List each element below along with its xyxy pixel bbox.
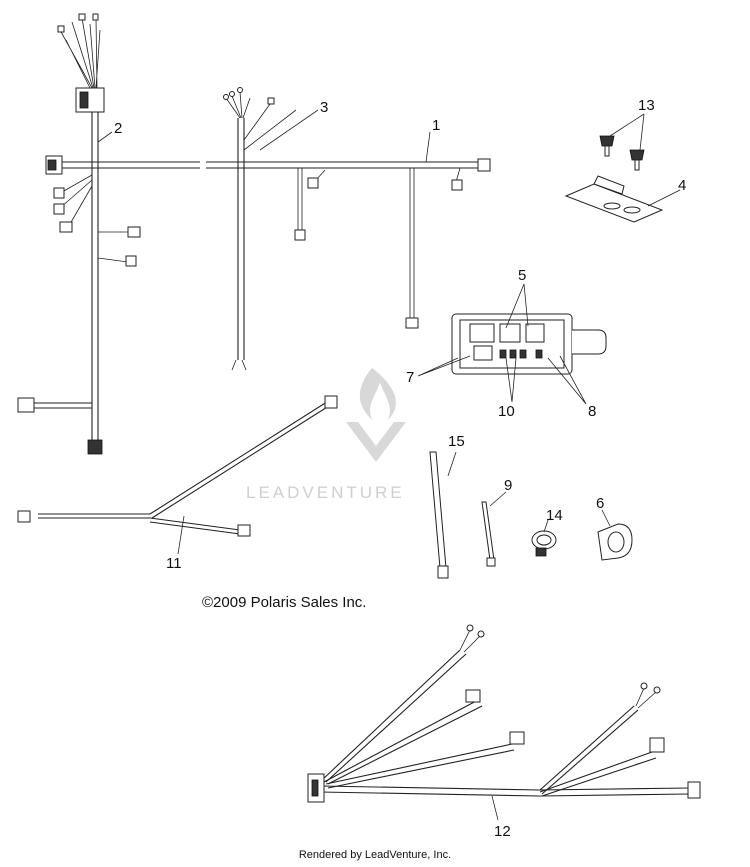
callout-11: 11 xyxy=(166,555,182,572)
callout-5: 5 xyxy=(518,267,526,284)
callout-8: 8 xyxy=(588,403,596,420)
copyright-notice: ©2009 Polaris Sales Inc. xyxy=(202,594,367,611)
main-harness-right xyxy=(206,87,491,371)
callout-7: 7 xyxy=(406,369,414,386)
cable-tie-15 xyxy=(429,451,449,579)
p-clip-6 xyxy=(597,523,633,561)
callout-6: 6 xyxy=(596,495,604,512)
callout-10: 10 xyxy=(498,403,515,420)
leader-lines xyxy=(97,109,681,821)
harness-12 xyxy=(307,624,701,803)
harness-11 xyxy=(17,395,338,537)
screws-13 xyxy=(599,135,645,171)
callout-13: 13 xyxy=(638,97,655,114)
callout-9: 9 xyxy=(504,477,512,494)
fuse-box xyxy=(451,313,607,375)
callout-3: 3 xyxy=(320,99,328,116)
callout-12: 12 xyxy=(494,823,511,840)
rendered-by-footer: Rendered by LeadVenture, Inc. xyxy=(298,849,452,861)
callout-15: 15 xyxy=(448,433,465,450)
cable-tie-9 xyxy=(481,501,496,567)
main-harness-left xyxy=(17,13,200,455)
watermark-text: LEADVENTURE xyxy=(246,483,405,502)
callout-14: 14 xyxy=(546,507,563,524)
callout-1: 1 xyxy=(432,117,440,134)
callout-numbers: 1 2 3 4 5 6 7 8 9 10 11 12 13 14 15 xyxy=(114,97,686,840)
callout-4: 4 xyxy=(678,177,686,194)
callout-2: 2 xyxy=(114,120,122,137)
watermark-logo: LEADVENTURE xyxy=(246,368,406,502)
bracket-4 xyxy=(564,175,664,223)
hose-clamp-14 xyxy=(531,530,557,557)
